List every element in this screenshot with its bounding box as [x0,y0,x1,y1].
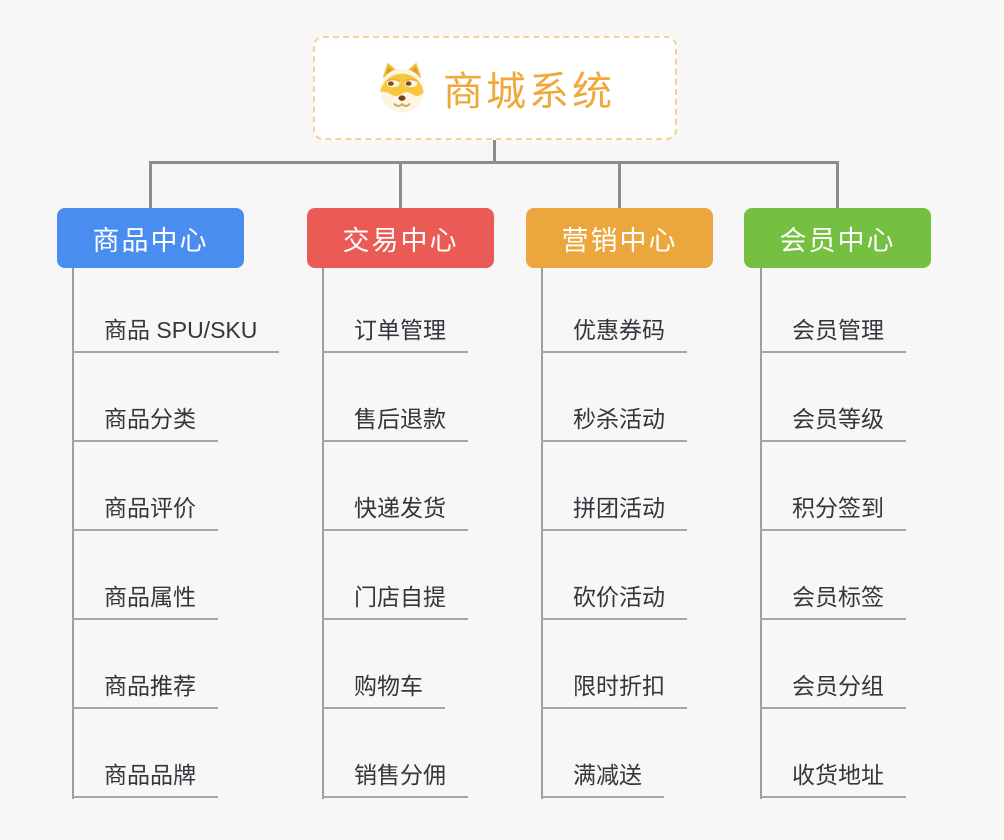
trunk-line-trade [322,268,324,799]
leaf-node[interactable]: 满减送 [541,758,664,798]
connector-root-stub [493,140,496,163]
trunk-line-member [760,268,762,799]
shiba-dog-icon [380,62,424,113]
leaf-node[interactable]: 快递发货 [322,491,468,531]
leaf-node[interactable]: 商品品牌 [72,758,218,798]
branch-node-marketing[interactable]: 营销中心 [526,208,713,268]
leaf-node[interactable]: 拼团活动 [541,491,687,531]
leaf-node[interactable]: 积分签到 [760,491,906,531]
connector-horizontal-bar [149,161,839,164]
leaf-node[interactable]: 优惠券码 [541,313,687,353]
leaf-node[interactable]: 购物车 [322,669,445,709]
leaf-node[interactable]: 会员标签 [760,580,906,620]
trunk-line-marketing [541,268,543,799]
connector-drop-marketing [618,163,621,208]
leaf-node[interactable]: 秒杀活动 [541,402,687,442]
leaf-node[interactable]: 门店自提 [322,580,468,620]
trunk-line-products [72,268,74,799]
connector-drop-products [149,163,152,208]
root-title: 商城系统 [443,70,615,114]
leaf-node[interactable]: 会员等级 [760,402,906,442]
leaf-node[interactable]: 销售分佣 [322,758,468,798]
leaf-node[interactable]: 会员管理 [760,313,906,353]
branch-node-trade[interactable]: 交易中心 [307,208,494,268]
leaf-node[interactable]: 商品属性 [72,580,218,620]
leaf-node[interactable]: 订单管理 [322,313,468,353]
connector-drop-member [836,163,839,208]
root-node[interactable]: 商城系统 [313,36,677,140]
connector-drop-trade [399,163,402,208]
leaf-node[interactable]: 会员分组 [760,669,906,709]
leaf-node[interactable]: 限时折扣 [541,669,687,709]
leaf-node[interactable]: 商品评价 [72,491,218,531]
leaf-node[interactable]: 商品 SPU/SKU [72,313,280,353]
leaf-node[interactable]: 收货地址 [760,758,906,798]
leaf-node[interactable]: 商品推荐 [72,669,218,709]
branch-node-member[interactable]: 会员中心 [744,208,931,268]
leaf-node[interactable]: 售后退款 [322,402,468,442]
branch-node-products[interactable]: 商品中心 [57,208,244,268]
leaf-node[interactable]: 砍价活动 [541,580,687,620]
leaf-node[interactable]: 商品分类 [72,402,218,442]
